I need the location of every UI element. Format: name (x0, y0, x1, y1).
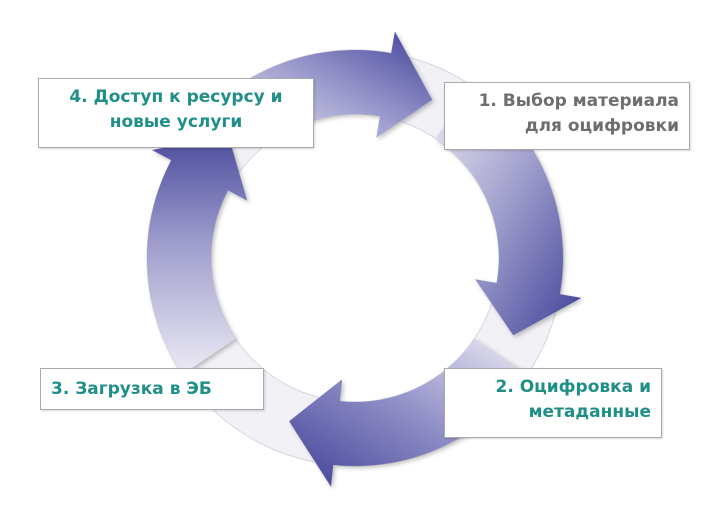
arrow-left (146, 135, 248, 375)
step-2-box: 2. Оцифровка и метаданные (444, 368, 662, 438)
step-4-line-1: 4. Доступ к ресурсу и (69, 87, 283, 107)
step-2-line-1: 2. Оцифровка и (495, 377, 651, 397)
step-4-line-2: новые услуги (109, 112, 243, 132)
step-1-line-2: для оцифровки (524, 116, 679, 136)
step-1-box: 1. Выбор материала для оцифровки (444, 82, 690, 150)
step-3-line-1: 3. Загрузка в ЭБ (51, 379, 212, 399)
ring-inner-outline (210, 113, 500, 403)
step-1-line-1: 1. Выбор материала (478, 91, 679, 111)
step-2-line-2: метаданные (528, 402, 651, 422)
step-3-box: 3. Загрузка в ЭБ (40, 368, 264, 410)
step-4-box: 4. Доступ к ресурсу и новые услуги (38, 78, 314, 148)
